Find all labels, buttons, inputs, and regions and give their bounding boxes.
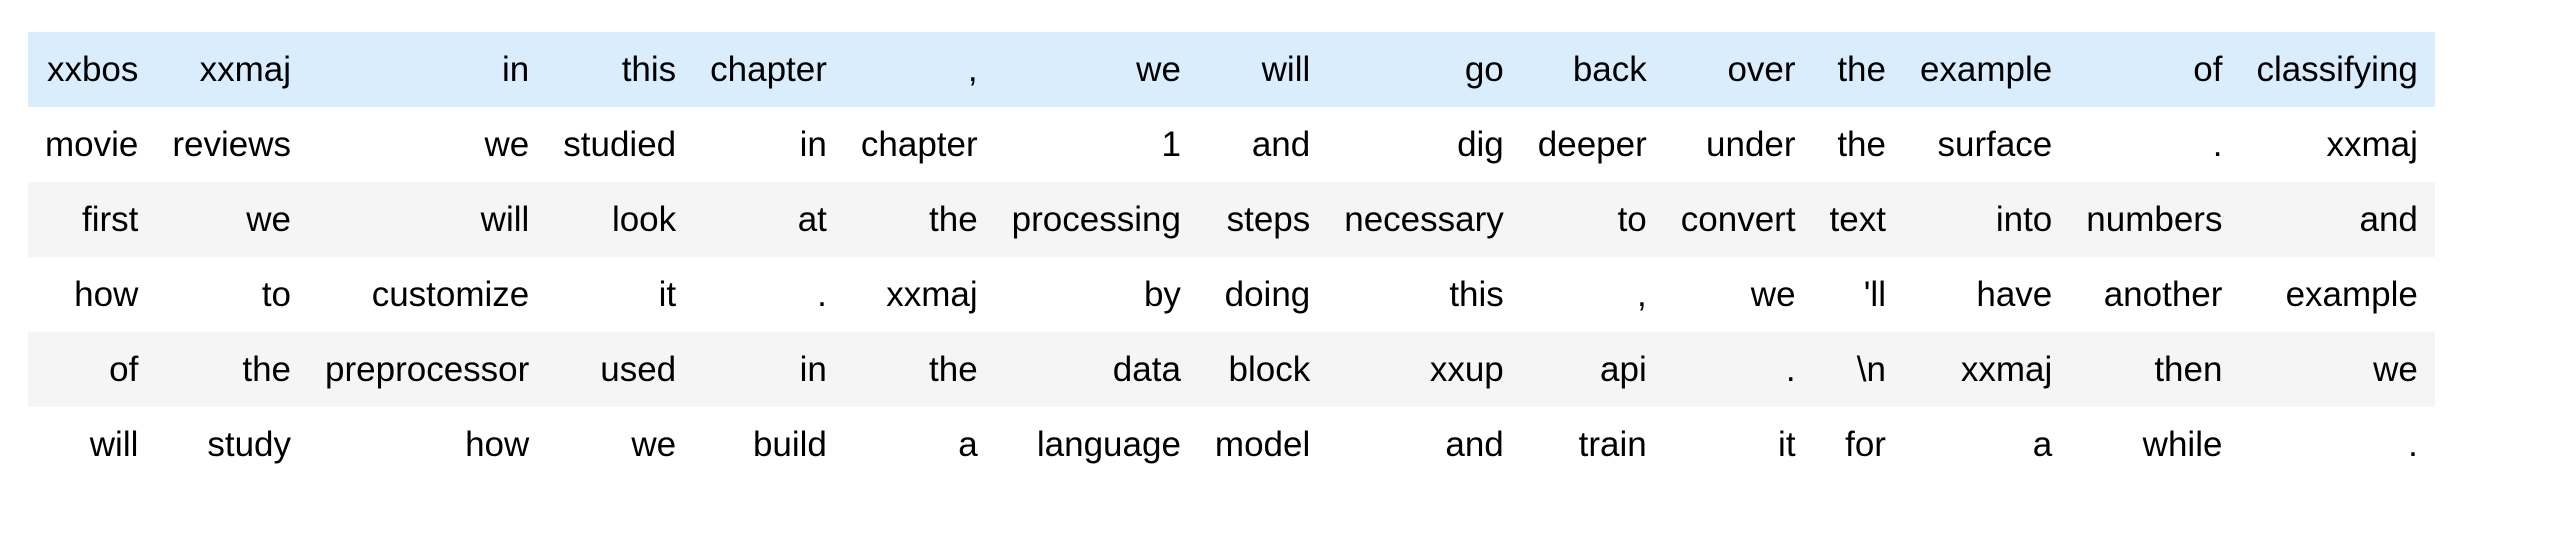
table-row: will study how we build a language model and trai… (28, 407, 2435, 482)
token-cell: xxbos (46, 49, 139, 89)
token-cell: for (1845, 424, 1886, 464)
token-cell: of (2193, 49, 2223, 89)
token-cell: then (2154, 349, 2223, 389)
token-cell: . (2408, 424, 2418, 464)
token-cell: , (967, 49, 978, 89)
token-cell: into (1995, 199, 2053, 239)
token-cell: chapter (710, 49, 827, 89)
token-cell: the (929, 199, 978, 239)
token-cell: we (1750, 274, 1796, 314)
token-cell: the (1837, 124, 1886, 164)
token-cell: dig (1457, 124, 1504, 164)
token-cell: in (799, 124, 827, 164)
token-cell: 1 (1161, 124, 1181, 164)
token-cell: we (631, 424, 677, 464)
token-cell: model (1214, 424, 1311, 464)
token-table-body: xxbos xxmaj in this chapter, we will go back over… (28, 32, 2435, 482)
token-cell: xxmaj (199, 49, 292, 89)
token-cell: . (1785, 349, 1796, 389)
token-cell: will (89, 424, 139, 464)
token-cell: language (1036, 424, 1181, 464)
table-row-hovered: xxbos xxmaj in this chapter, we will go back over… (28, 32, 2435, 107)
token-cell: xxmaj (2326, 124, 2418, 164)
token-cell: to (1617, 199, 1647, 239)
token-cell: how (74, 274, 139, 314)
token-cell: \n (1856, 349, 1886, 389)
token-cell: while (2142, 424, 2223, 464)
token-cell: processing (1011, 199, 1181, 239)
token-cell: and (1251, 124, 1311, 164)
token-cell: to (261, 274, 292, 314)
token-cell: surface (1937, 124, 2053, 164)
token-cell: api (1600, 349, 1647, 389)
token-cell: 'll (1863, 274, 1886, 314)
token-cell: and (2359, 199, 2418, 239)
token-cell: at (797, 199, 827, 239)
token-cell: of (109, 349, 139, 389)
token-cell: preprocessor (325, 349, 530, 389)
token-cell: in (799, 349, 827, 389)
token-cell: the (1837, 49, 1886, 89)
token-cell: have (1976, 274, 2053, 314)
token-cell: doing (1224, 274, 1311, 314)
token-cell: look (611, 199, 677, 239)
token-cell: text (1829, 199, 1886, 239)
token-cell: train (1578, 424, 1647, 464)
token-cell: example (2285, 274, 2418, 314)
token-cell: we (246, 199, 292, 239)
token-cell: . (817, 274, 827, 314)
token-cell: will (1261, 49, 1311, 89)
token-cell: studied (563, 124, 677, 164)
table-row: how to customize it. xxmaj by doing this, we 'll h… (28, 257, 2435, 332)
token-cell: back (1572, 49, 1647, 89)
token-cell: xxmaj (886, 274, 978, 314)
token-cell: customize (371, 274, 530, 314)
token-cell: chapter (860, 124, 978, 164)
token-cell: classifying (2256, 49, 2418, 89)
token-cell: we (484, 124, 530, 164)
table-row: first we will look at the processing steps neces… (28, 182, 2435, 257)
table-row: of the preprocessor used in the data block xxup a… (28, 332, 2435, 407)
token-cell: necessary (1344, 199, 1504, 239)
token-cell: xxmaj (1960, 349, 2053, 389)
token-cell: . (2212, 124, 2223, 164)
token-table: xxbos xxmaj in this chapter, we will go back over… (28, 32, 2435, 482)
token-cell: study (207, 424, 292, 464)
token-cell: this (621, 49, 677, 89)
token-cell: reviews (172, 124, 292, 164)
token-cell: block (1228, 349, 1311, 389)
token-cell: it (658, 274, 677, 314)
token-cell: another (2103, 274, 2223, 314)
token-cell: steps (1226, 199, 1311, 239)
token-cell: in (502, 49, 530, 89)
token-cell: data (1112, 349, 1181, 389)
token-cell: we (1136, 49, 1181, 89)
token-cell: the (242, 349, 292, 389)
token-cell: how (465, 424, 530, 464)
token-cell: this (1449, 274, 1504, 314)
token-cell: we (2373, 349, 2418, 389)
token-cell: will (480, 199, 530, 239)
token-cell: used (600, 349, 677, 389)
token-cell: the (929, 349, 978, 389)
token-cell: xxup (1429, 349, 1504, 389)
token-cell: it (1778, 424, 1796, 464)
token-cell: numbers (2086, 199, 2223, 239)
token-cell: example (1919, 49, 2053, 89)
token-cell: , (1637, 274, 1647, 314)
token-cell: by (1143, 274, 1181, 314)
token-cell: under (1706, 124, 1796, 164)
token-cell: convert (1680, 199, 1796, 239)
token-cell: movie (45, 124, 139, 164)
token-cell: deeper (1537, 124, 1647, 164)
token-cell: a (2032, 424, 2053, 464)
token-cell: go (1464, 49, 1504, 89)
token-cell: and (1445, 424, 1504, 464)
token-cell: over (1727, 49, 1796, 89)
dataframe-output: xxbos xxmaj in this chapter, we will go back over… (28, 32, 2435, 482)
token-cell: build (752, 424, 827, 464)
token-cell: first (81, 199, 139, 239)
token-cell: a (958, 424, 978, 464)
